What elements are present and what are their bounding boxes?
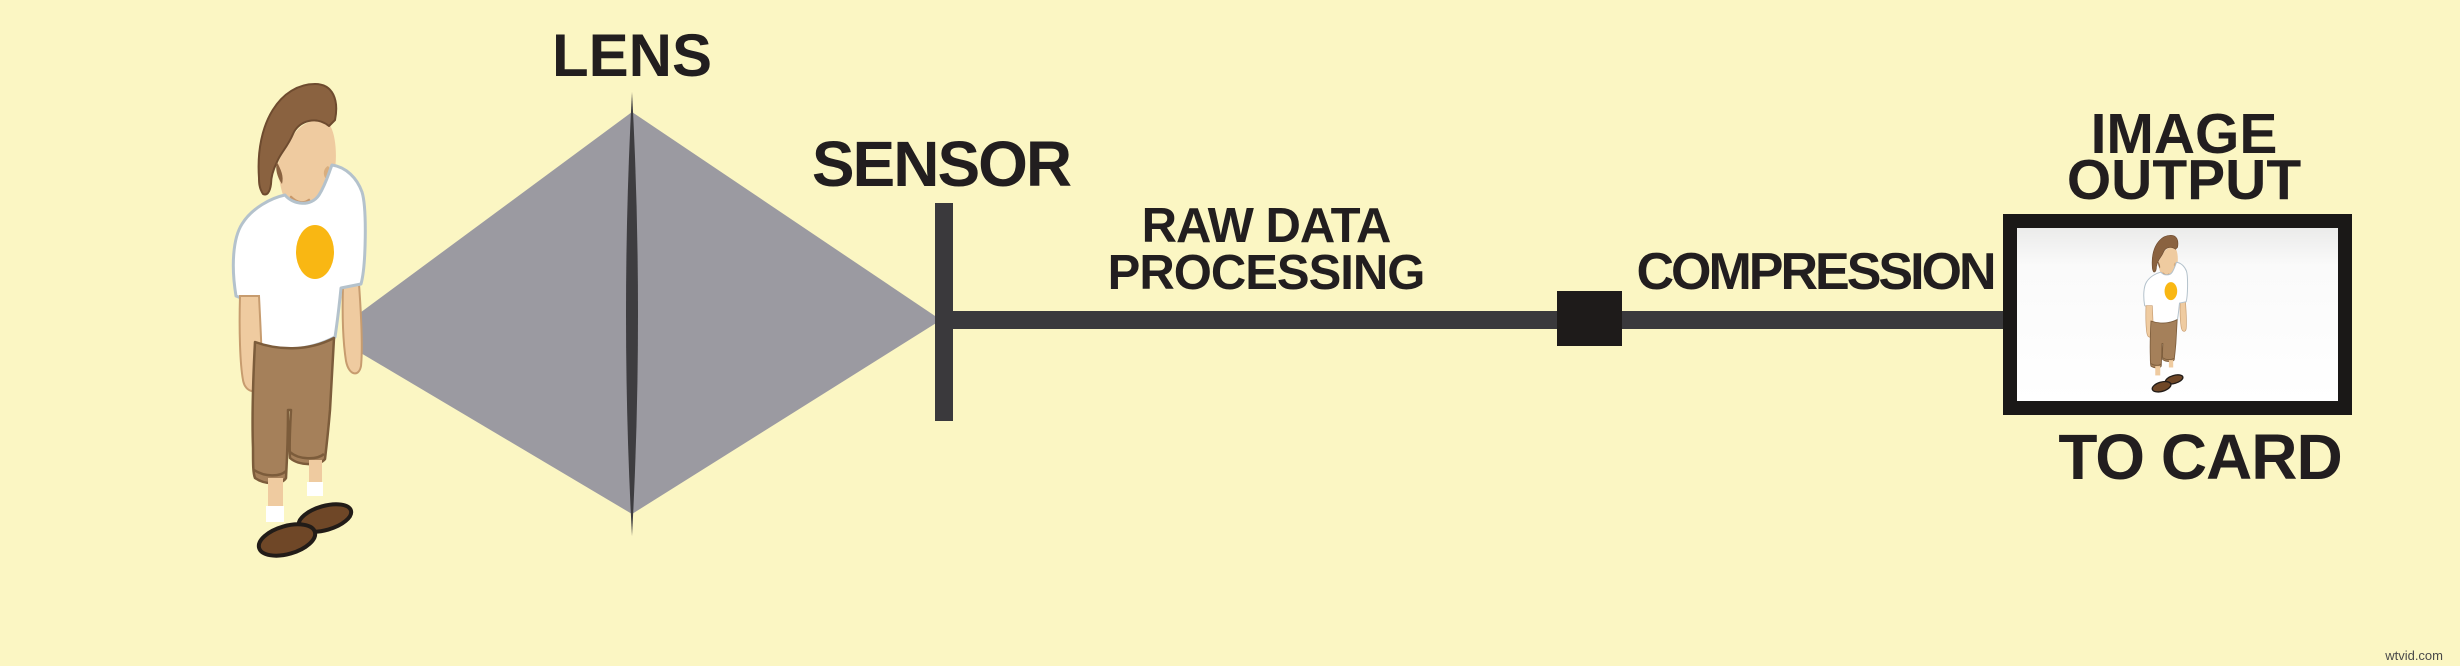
light-cone-left xyxy=(349,112,632,514)
raw-data-processing-label-line1: RAW DATA xyxy=(1141,199,1392,253)
signal-line xyxy=(944,311,2010,329)
watermark: wtvid.com xyxy=(2385,648,2443,663)
sensor-bar xyxy=(935,203,953,421)
image-output-label-line1: IMAGE xyxy=(2090,102,2278,166)
image-output-label: IMAGE OUTPUT xyxy=(2066,102,2302,212)
light-cone-right xyxy=(632,112,941,514)
lens-shape xyxy=(626,92,638,536)
raw-data-processing-label-line2: PROCESSING xyxy=(1107,246,1426,300)
sensor-label: SENSOR xyxy=(811,128,1072,200)
to-card-label: TO CARD xyxy=(2058,421,2342,493)
lens-label: LENS xyxy=(551,22,713,89)
image-output-label-line2: OUTPUT xyxy=(2066,148,2302,212)
raw-data-processing-label: RAW DATA PROCESSING xyxy=(1107,199,1426,300)
compression-square xyxy=(1557,291,1622,346)
compression-label: COMPRESSION xyxy=(1636,243,1996,301)
